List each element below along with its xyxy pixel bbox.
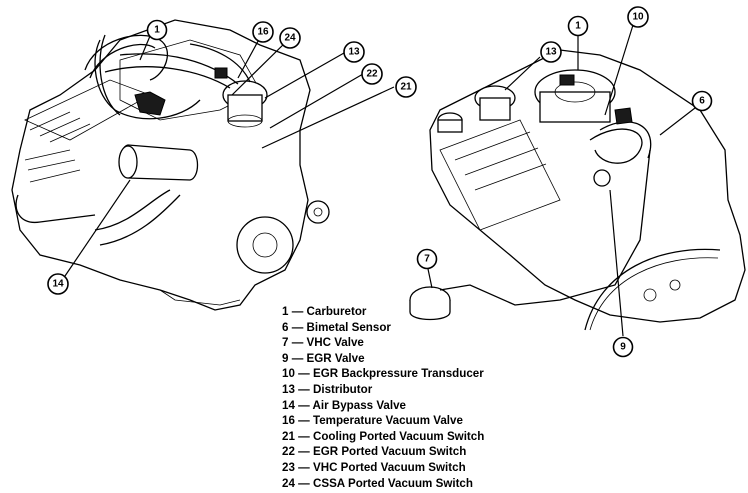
legend-item: 22 — EGR Ported Vacuum Switch <box>282 444 522 460</box>
callout-22: 22 <box>361 63 383 85</box>
legend-item: 21 — Cooling Ported Vacuum Switch <box>282 429 522 445</box>
callout-13-right: 13 <box>540 41 562 63</box>
legend-item: 9 — EGR Valve <box>282 351 522 367</box>
callout-24: 24 <box>279 27 301 49</box>
legend-label: Temperature Vacuum Valve <box>312 414 463 428</box>
callout-label: 7 <box>424 254 430 265</box>
callout-label: 1 <box>575 21 581 32</box>
legend-dash: — <box>298 460 310 474</box>
legend-dash: — <box>298 414 310 428</box>
legend-item: 24 — CSSA Ported Vacuum Switch <box>282 476 522 492</box>
legend-dash: — <box>298 398 310 412</box>
legend-label: VHC Ported Vacuum Switch <box>312 460 466 474</box>
legend-item: 7 — VHC Valve <box>282 335 522 351</box>
legend-dash: — <box>291 305 304 318</box>
legend-label: Cooling Ported Vacuum Switch <box>312 429 485 443</box>
callout-label: 21 <box>400 82 412 93</box>
legend-dash: — <box>298 382 310 396</box>
legend-label: EGR Ported Vacuum Switch <box>312 445 467 459</box>
legend-item: 6 — Bimetal Sensor <box>282 320 522 336</box>
callout-label: 22 <box>366 69 378 80</box>
callout-label: 9 <box>620 342 626 353</box>
callout-7: 7 <box>416 248 438 270</box>
legend-dash: — <box>291 320 304 334</box>
callout-label: 13 <box>545 47 557 58</box>
legend-number: 23 <box>282 460 295 474</box>
left-engine-illustration <box>11 19 330 311</box>
legend-number: 13 <box>282 382 295 396</box>
callout-label: 1 <box>154 25 160 36</box>
callout-label: 16 <box>257 27 269 38</box>
legend-label: EGR Valve <box>306 351 365 365</box>
callout-label: 14 <box>52 279 64 290</box>
legend-label: Distributor <box>312 382 373 396</box>
legend-number: 9 <box>282 351 289 365</box>
legend-item: 16 — Temperature Vacuum Valve <box>282 413 522 429</box>
legend-label: Bimetal Sensor <box>306 320 391 334</box>
legend-number: 22 <box>282 445 295 459</box>
legend-label: Carburetor <box>306 305 367 318</box>
callout-21: 21 <box>395 76 417 98</box>
callout-13-left: 13 <box>343 41 365 63</box>
callout-label: 13 <box>348 47 360 58</box>
legend-number: 1 <box>282 305 289 318</box>
callout-label: 10 <box>632 12 644 23</box>
callout-1-left: 1 <box>146 19 168 41</box>
callout-label: 24 <box>284 33 296 44</box>
legend-number: 10 <box>282 367 295 381</box>
legend-item: 23 — VHC Ported Vacuum Switch <box>282 460 522 476</box>
legend-label: Air Bypass Valve <box>312 398 406 412</box>
legend-number: 16 <box>282 414 295 428</box>
right-engine-illustration <box>409 49 746 331</box>
callout-label: 6 <box>699 96 705 107</box>
legend-number: 6 <box>282 320 289 334</box>
legend-dash: — <box>298 367 310 381</box>
callout-9: 9 <box>612 336 634 358</box>
legend-number: 21 <box>282 429 295 443</box>
legend-label: EGR Backpressure Transducer <box>312 367 484 381</box>
legend-label: VHC Valve <box>306 336 364 350</box>
legend-item: 13 — Distributor <box>282 382 522 398</box>
legend-number: 24 <box>282 476 295 490</box>
callout-1-right: 1 <box>567 15 589 37</box>
callout-16: 16 <box>252 21 274 43</box>
callout-10: 10 <box>627 6 649 28</box>
legend-number: 14 <box>282 398 295 412</box>
legend-item: 1 — Carburetor <box>282 304 522 320</box>
legend-dash: — <box>298 445 310 459</box>
legend-dash: — <box>291 351 304 365</box>
callout-14: 14 <box>47 273 69 295</box>
legend-item: 10 — EGR Backpressure Transducer <box>282 366 522 382</box>
callout-6: 6 <box>691 90 713 112</box>
legend-number: 7 <box>282 336 289 350</box>
legend-dash: — <box>291 336 304 350</box>
legend-item: 14 — Air Bypass Valve <box>282 398 522 414</box>
legend-dash: — <box>298 429 310 443</box>
legend-label: CSSA Ported Vacuum Switch <box>312 476 473 490</box>
legend-dash: — <box>298 476 310 490</box>
